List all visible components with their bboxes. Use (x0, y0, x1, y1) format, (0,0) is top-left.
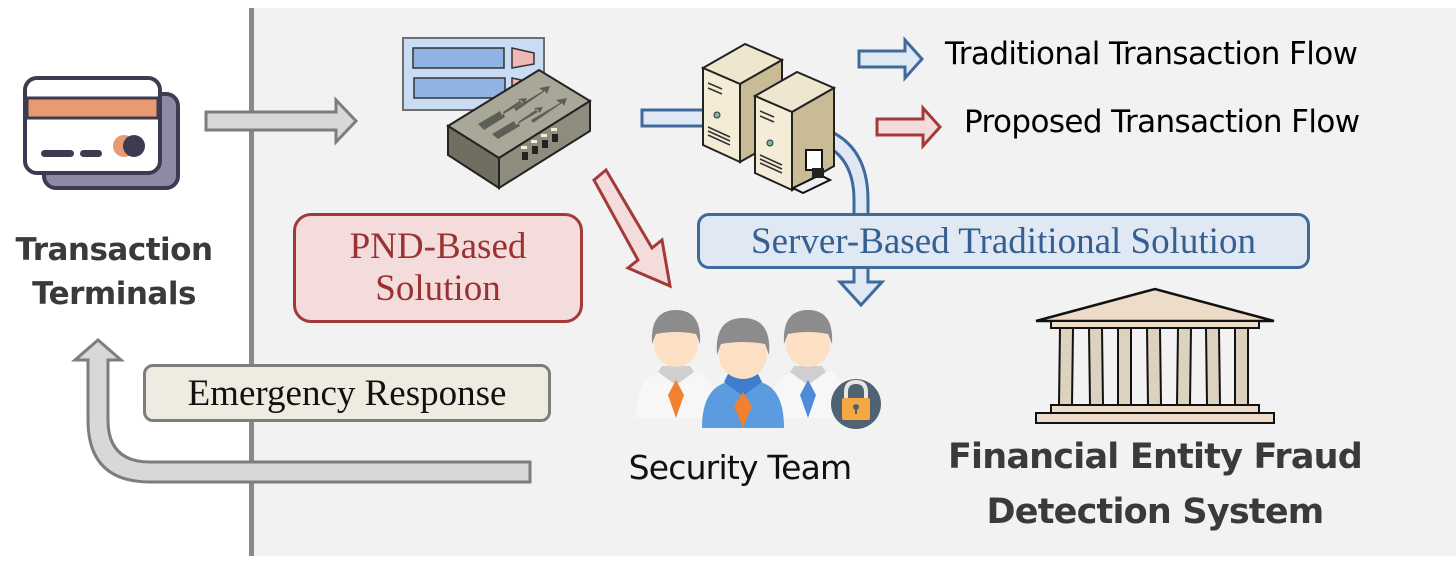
financial-entity-label: Financial Entity Fraud Detection System (920, 430, 1390, 540)
server-based-solution-box: Server-Based Traditional Solution (697, 213, 1310, 269)
legend-traditional-arrow (857, 36, 925, 82)
emergency-response-box: Emergency Response (143, 364, 551, 422)
terminal-label-line1: Transaction (15, 232, 213, 268)
switch-to-security-arrow (592, 167, 672, 289)
bank-building-icon (1035, 287, 1275, 424)
security-team-label: Security Team (628, 448, 853, 487)
legend-traditional-label: Traditional Transaction Flow (945, 36, 1358, 72)
lock-icon (831, 379, 881, 429)
pnd-label-line2: Solution (375, 268, 501, 309)
financial-label-line2: Detection System (986, 492, 1325, 532)
terminal-to-switch-arrow (204, 96, 359, 146)
emergency-response-label: Emergency Response (187, 372, 507, 414)
workstation-icon (790, 149, 833, 195)
transaction-terminals-label: Transaction Terminals (0, 228, 228, 316)
emergency-response-arrow (70, 338, 532, 484)
legend-proposed-arrow (875, 104, 943, 150)
terminal-label-line2: Terminals (32, 276, 196, 312)
server-icon (700, 42, 837, 195)
server-solution-label: Server-Based Traditional Solution (751, 220, 1256, 262)
security-team-icon (636, 310, 881, 429)
pnd-based-solution-box: PND-Based Solution (293, 213, 583, 323)
pnd-label-line1: PND-Based (349, 226, 527, 267)
credit-card-icon (23, 76, 180, 190)
financial-label-line1: Financial Entity Fraud (947, 437, 1363, 477)
divider-line (249, 8, 254, 556)
network-switch-icon (446, 68, 592, 190)
legend-proposed-label: Proposed Transaction Flow (964, 104, 1360, 140)
